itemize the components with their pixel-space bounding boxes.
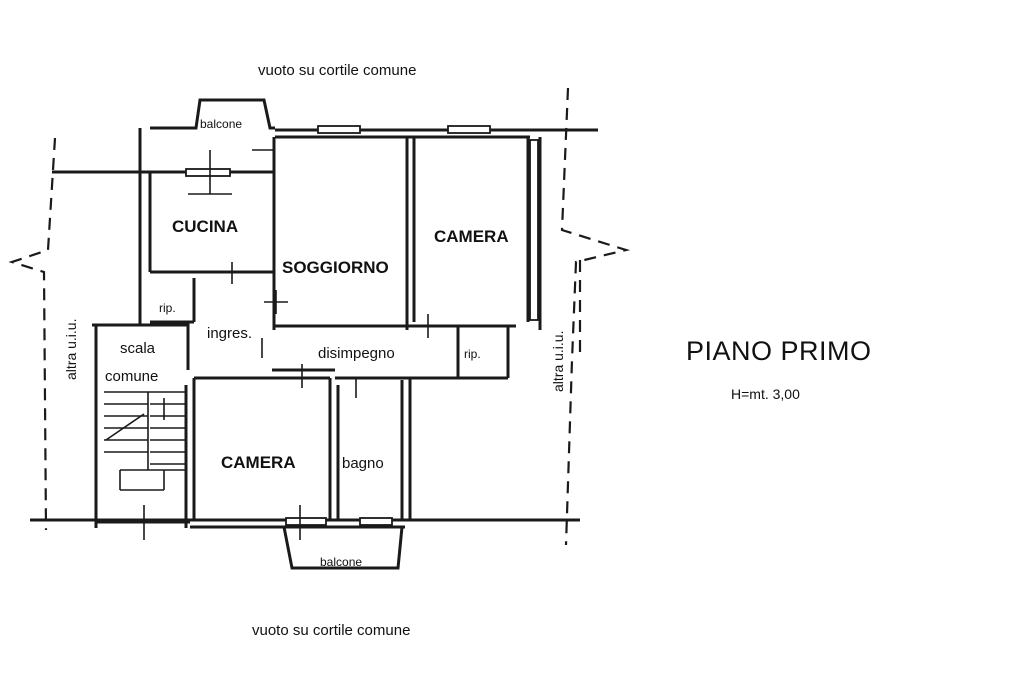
window-living <box>317 125 361 134</box>
stair-outline <box>92 323 190 370</box>
bottom-courtyard-label: vuoto su cortile comune <box>252 622 410 639</box>
bedroom-top-label: CAMERA <box>434 227 509 246</box>
entrance-label: ingres. <box>207 325 252 342</box>
bedroom-bottom-label: CAMERA <box>221 453 296 472</box>
door-marks <box>143 149 429 540</box>
other-unit-left-label: altra u.i.u. <box>63 319 79 380</box>
ceiling-height: H=mt. 3,00 <box>731 386 800 402</box>
bottom-balcony-outline <box>282 526 404 570</box>
floor-title: PIANO PRIMO <box>686 336 872 366</box>
window-bathroom <box>359 517 393 526</box>
top-balcony-outline <box>150 98 275 130</box>
kitchen-label: CUCINA <box>172 217 238 236</box>
right-unit-boundary <box>560 87 631 546</box>
stair-label-1: scala <box>120 340 156 357</box>
balcony-bottom-label: balcone <box>320 555 362 569</box>
balcony-top-label: balcone <box>200 117 242 131</box>
stair-steps <box>104 391 186 491</box>
window-bedroom-bottom <box>285 517 327 526</box>
window-bedroom-top <box>447 125 491 134</box>
top-courtyard-label: vuoto su cortile comune <box>258 62 416 79</box>
unit-boundaries <box>8 87 631 546</box>
storage-left-label: rip. <box>159 301 176 315</box>
window-right-edge <box>529 139 539 321</box>
labels: vuoto su cortile comune vuoto su cortile… <box>63 62 566 639</box>
windows <box>185 125 539 526</box>
stair-label-2: comune <box>105 368 158 385</box>
storage-right-label: rip. <box>464 347 481 361</box>
left-unit-boundary <box>8 137 57 531</box>
bathroom-label: bagno <box>342 455 384 472</box>
other-unit-right-label: altra u.i.u. <box>550 331 566 392</box>
walls <box>30 98 598 570</box>
living-label: SOGGIORNO <box>282 258 389 277</box>
hallway-label: disimpegno <box>318 345 395 362</box>
window-top-balcony <box>185 168 231 177</box>
